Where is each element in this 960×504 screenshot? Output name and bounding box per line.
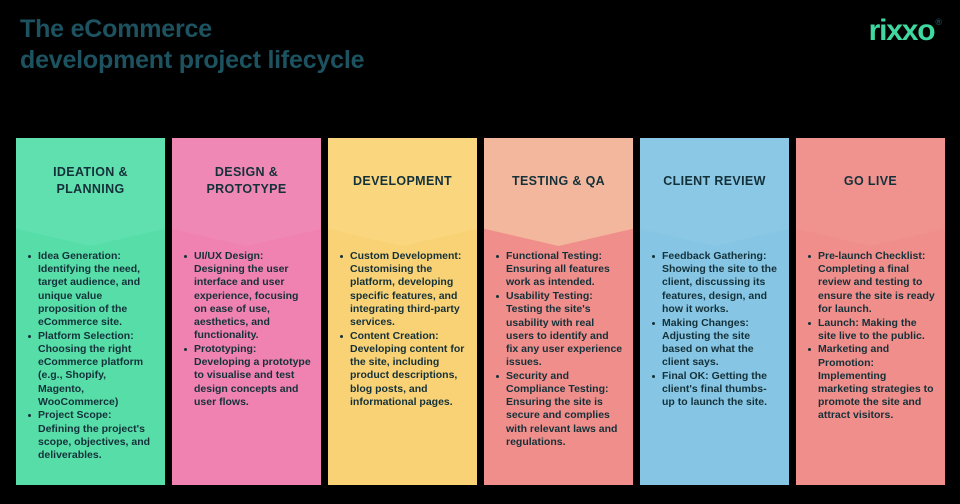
bullet-term: Usability Testing:: [506, 290, 593, 303]
list-item: Pre-launch Checklist: Completing a final…: [808, 250, 935, 316]
bullet-description: Adjusting the site based on what the cli…: [662, 329, 754, 369]
list-item: Idea Generation: Identifying the need, t…: [28, 250, 155, 329]
page-title-line-2: development project lifecycle: [20, 46, 365, 74]
bullet-term: Feedback Gathering:: [662, 250, 767, 262]
bullet-description: Implementing marketing strategies to pro…: [818, 369, 934, 422]
lifecycle-column: DEVELOPMENT Custom Development: Customisi…: [328, 138, 477, 485]
bullet-term: Custom Development:: [350, 250, 462, 262]
list-item: Marketing and Promotion: Implementing ma…: [808, 343, 935, 422]
bullet-term: Prototyping:: [194, 342, 257, 355]
list-item: Content Creation: Developing content for…: [340, 329, 467, 409]
column-header-band: [172, 138, 321, 246]
bullet-description: Developing content for the site, includi…: [350, 342, 465, 408]
bullet-description: Developing a prototype to visualise and …: [194, 356, 311, 408]
column-header-band: [328, 138, 477, 246]
column-header-band: [484, 138, 633, 246]
column-body: Functional Testing: Ensuring all feature…: [484, 250, 633, 450]
list-item: Project Scope: Defining the project's sc…: [28, 409, 155, 462]
list-item: Custom Development: Customising the plat…: [340, 250, 467, 329]
column-body: Idea Generation: Identifying the need, t…: [16, 250, 165, 463]
list-item: Making Changes: Adjusting the site based…: [652, 316, 779, 370]
bullet-term: Functional Testing:: [506, 250, 603, 262]
column-body: Pre-launch Checklist: Completing a final…: [796, 250, 945, 423]
column-body: UI/UX Design: Designing the user interfa…: [172, 250, 321, 409]
bullet-description: Customising the platform, developing spe…: [350, 263, 460, 329]
bullet-term: Idea Generation:: [38, 250, 121, 262]
bullet-term: UI/UX Design:: [194, 250, 264, 262]
column-title: IDEATION & PLANNING: [53, 165, 128, 196]
column-bullet-list: Functional Testing: Ensuring all feature…: [492, 250, 623, 449]
page-title-line-1: The eCommerce: [20, 15, 212, 43]
list-item: Launch: Making the site live to the publ…: [808, 316, 935, 343]
column-header-band: [640, 138, 789, 246]
bullet-term: Making Changes:: [662, 316, 749, 329]
lifecycle-column: IDEATION & PLANNING Idea Generation: Iden…: [16, 138, 165, 485]
bullet-term: Final OK:: [662, 369, 709, 382]
column-header-band: [16, 138, 165, 246]
registered-trademark-icon: ®: [935, 17, 942, 27]
lifecycle-column: CLIENT REVIEW Feedback Gathering: Showing…: [640, 138, 789, 485]
lifecycle-column: DESIGN & PROTOTYPE UI/UX Design: Designin…: [172, 138, 321, 485]
lifecycle-column: GO LIVE Pre-launch Checklist: Completing …: [796, 138, 945, 485]
bullet-description: Identifying the need, target audience, a…: [38, 263, 141, 329]
bullet-description: Completing a final review and testing to…: [818, 263, 935, 315]
bullet-description: Getting the client's final thumbs-up to …: [662, 369, 768, 409]
column-header: DESIGN & PROTOTYPE: [172, 138, 321, 224]
column-bullet-list: Feedback Gathering: Showing the site to …: [648, 250, 779, 409]
bullet-description: Showing the site to the client, discussi…: [662, 263, 777, 315]
column-header-band: [796, 138, 945, 246]
bullet-term: Platform Selection:: [38, 329, 134, 342]
page-header: The eCommerce development project lifecy…: [0, 0, 960, 128]
bullet-term: Launch:: [818, 316, 859, 329]
bullet-term: Security and Compliance Testing:: [506, 369, 609, 396]
bullet-term: Project Scope:: [38, 409, 112, 422]
column-header: GO LIVE: [796, 138, 945, 224]
column-title: GO LIVE: [843, 173, 898, 188]
list-item: Security and Compliance Testing: Ensurin…: [496, 369, 623, 449]
logo-wordmark: rixxo: [868, 14, 936, 47]
bullet-term: Pre-launch Checklist:: [818, 250, 926, 262]
rixxo-logo: rixxo ®: [869, 16, 942, 48]
list-item: Usability Testing: Testing the site's us…: [496, 290, 623, 369]
bullet-description: Ensuring all features work as intended.: [506, 263, 610, 289]
list-item: Prototyping: Developing a prototype to v…: [184, 342, 311, 409]
bullet-description: Making the site live to the public.: [818, 316, 925, 342]
column-title: DESIGN & PROTOTYPE: [206, 165, 287, 196]
lifecycle-column: TESTING & QA Functional Testing: Ensuring…: [484, 138, 633, 485]
bullet-term: Marketing and Promotion:: [818, 343, 890, 369]
column-body: Feedback Gathering: Showing the site to …: [640, 250, 789, 410]
column-bullet-list: Idea Generation: Identifying the need, t…: [24, 250, 155, 462]
column-bullet-list: Custom Development: Customising the plat…: [336, 250, 467, 409]
column-body: Custom Development: Customising the plat…: [328, 250, 477, 409]
bullet-description: Testing the site's usability with real u…: [506, 303, 623, 369]
column-header: IDEATION & PLANNING: [16, 138, 165, 224]
column-header: TESTING & QA: [484, 138, 633, 224]
bullet-description: Ensuring the site is secure and complies…: [506, 396, 618, 448]
bullet-description: Defining the project's scope, objectives…: [38, 422, 151, 462]
list-item: UI/UX Design: Designing the user interfa…: [184, 250, 311, 342]
bullet-description: Choosing the right eCommerce platform (e…: [38, 342, 144, 408]
list-item: Functional Testing: Ensuring all feature…: [496, 250, 623, 290]
lifecycle-columns: IDEATION & PLANNING Idea Generation: Iden…: [16, 138, 945, 485]
bullet-description: Designing the user interface and user ex…: [194, 263, 299, 342]
list-item: Feedback Gathering: Showing the site to …: [652, 250, 779, 316]
bullet-term: Content Creation:: [350, 329, 439, 342]
column-bullet-list: UI/UX Design: Designing the user interfa…: [180, 250, 311, 409]
list-item: Final OK: Getting the client's final thu…: [652, 369, 779, 410]
column-bullet-list: Pre-launch Checklist: Completing a final…: [804, 250, 935, 423]
column-title: CLIENT REVIEW: [663, 173, 766, 188]
column-header: CLIENT REVIEW: [640, 138, 789, 224]
column-header: DEVELOPMENT: [328, 138, 477, 224]
page-title: The eCommerce development project lifecy…: [20, 14, 580, 76]
column-title: TESTING & QA: [511, 173, 606, 188]
column-title: DEVELOPMENT: [353, 173, 452, 188]
list-item: Platform Selection: Choosing the right e…: [28, 329, 155, 409]
